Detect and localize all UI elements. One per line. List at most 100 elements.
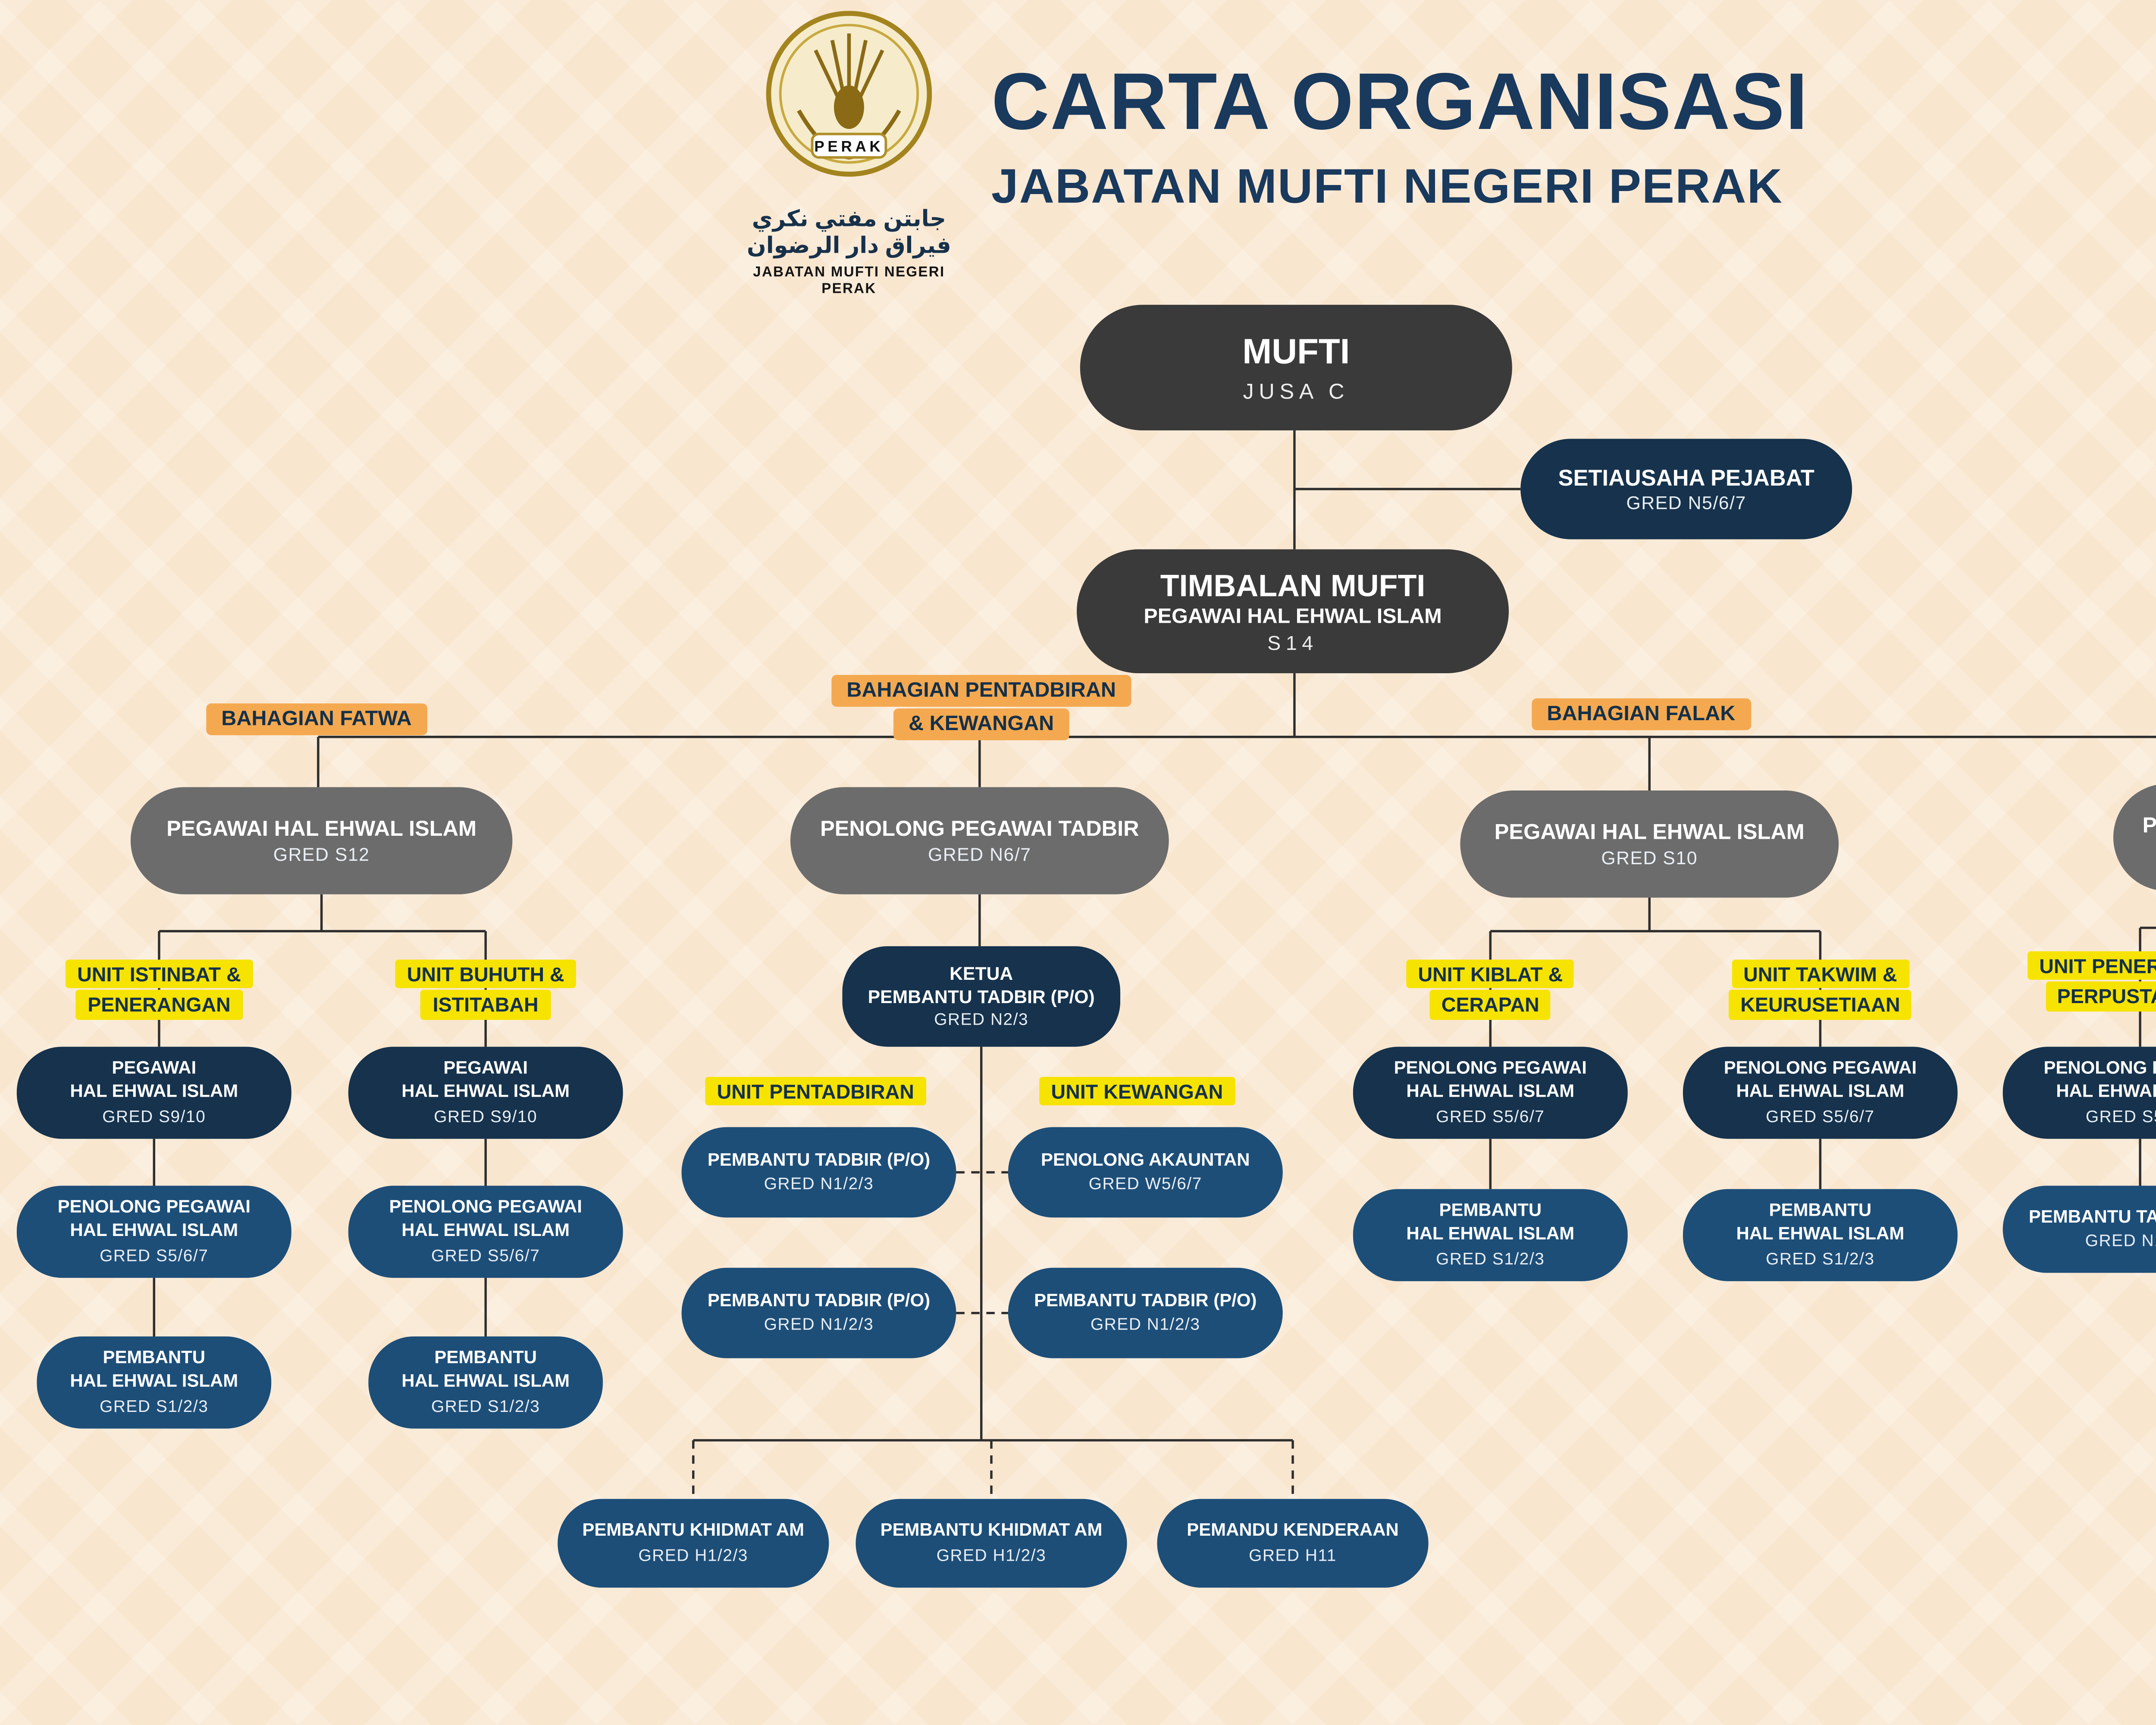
node-grade: GRED N5/6/7 <box>1626 495 1746 515</box>
unit-label-kiblat-cerapan: UNIT KIBLAT & CERAPAN <box>1406 960 1575 1020</box>
label-line: UNIT PENERBITAN & <box>2028 951 2156 981</box>
node-fatwa-u2-pegawai: PEGAWAI HAL EHWAL ISLAM GRED S9/10 <box>348 1047 623 1139</box>
node-fatwa-u1-penolong: PENOLONG PEGAWAI HAL EHWAL ISLAM GRED S5… <box>16 1186 291 1278</box>
label-line: UNIT KIBLAT & <box>1406 960 1575 989</box>
node-falak-u2-penolong: PENOLONG PEGAWAI HAL EHWAL ISLAM GRED S5… <box>1683 1047 1958 1139</box>
node-maktabah-u1-pembantu: PEMBANTU TADBIR (P/O) GRED N1/2/3 <box>2002 1186 2156 1273</box>
page-title: CARTA ORGANISASI <box>991 58 1809 147</box>
page-subtitle: JABATAN MUFTI NEGERI PERAK <box>991 160 1783 215</box>
node-pembantu-khidmat-am-1: PEMBANTU KHIDMAT AM GRED H1/2/3 <box>558 1499 829 1588</box>
node-title: PEMBANTU TADBIR (P/O) <box>2028 1207 2156 1227</box>
node-mufti: MUFTI JUSA C <box>1080 304 1512 431</box>
unit-label-takwim-keurusetiaan: UNIT TAKWIM & KEURUSETIAAN <box>1729 960 1912 1020</box>
node-title: PENOLONG PEGAWAI <box>1724 1059 1917 1079</box>
label-bahagian-falak: BAHAGIAN FALAK <box>1532 698 1751 731</box>
node-grade: S14 <box>1267 631 1318 655</box>
node-pent-u1-box1: PEMBANTU TADBIR (P/O) GRED N1/2/3 <box>681 1127 956 1218</box>
node-grade: GRED N1/2/3 <box>1091 1317 1200 1335</box>
node-grade: GRED H11 <box>1249 1547 1337 1565</box>
label-bahagian-pentadbiran: BAHAGIAN PENTADBIRAN & KEWANGAN <box>831 675 1131 740</box>
node-title: PEMBANTU TADBIR (P/O) <box>707 1291 931 1311</box>
node-title: KETUA <box>950 964 1013 985</box>
node-title: HAL EHWAL ISLAM <box>1406 1082 1575 1103</box>
node-grade: GRED N1/2/3 <box>764 1176 874 1195</box>
label-line: & KEWANGAN <box>893 708 1069 740</box>
node-title: PEMBANTU KHIDMAT AM <box>880 1521 1103 1542</box>
node-title: SETIAUSAHA PEJABAT <box>1558 465 1814 490</box>
node-title: HAL EHWAL ISLAM <box>1406 1224 1575 1245</box>
head-pentadbiran: PENOLONG PEGAWAI TADBIR GRED N6/7 <box>790 787 1169 894</box>
node-pemandu-kenderaan: PEMANDU KENDERAAN GRED H11 <box>1157 1499 1429 1588</box>
node-pent-u2-box2: PEMBANTU TADBIR (P/O) GRED N1/2/3 <box>1008 1267 1283 1358</box>
node-title: PEMBANTU <box>1439 1201 1542 1222</box>
node-title: PENOLONG AKAUNTAN <box>1041 1150 1250 1170</box>
node-title: PEMANDU KENDERAAN <box>1187 1521 1399 1542</box>
label-line: ISTITABAH <box>421 990 550 1020</box>
label-line: UNIT PENTADBIRAN <box>705 1077 926 1106</box>
node-fatwa-u1-pembantu: PEMBANTU HAL EHWAL ISLAM GRED S1/2/3 <box>37 1336 272 1429</box>
node-title: PENOLONG PEGAWAI <box>57 1198 251 1219</box>
label-line: PENERANGAN <box>76 990 242 1020</box>
node-grade: GRED S5/6/7 <box>2085 1108 2156 1126</box>
node-grade: JUSA C <box>1243 379 1350 404</box>
node-falak-u2-pembantu: PEMBANTU HAL EHWAL ISLAM GRED S1/2/3 <box>1683 1189 1958 1281</box>
node-title: MUFTI <box>1242 333 1350 372</box>
node-pent-u1-box2: PEMBANTU TADBIR (P/O) GRED N1/2/3 <box>681 1267 956 1358</box>
unit-label-pentadbiran: UNIT PENTADBIRAN <box>705 1077 926 1106</box>
node-title: PENOLONG PEGAWAI <box>389 1198 582 1219</box>
node-title: PEGAWAI <box>112 1059 197 1079</box>
node-ketua-pembantu-tadbir: KETUA PEMBANTU TADBIR (P/O) GRED N2/3 <box>842 946 1121 1047</box>
node-pembantu-khidmat-am-2: PEMBANTU KHIDMAT AM GRED H1/2/3 <box>856 1499 1127 1588</box>
node-grade: GRED H1/2/3 <box>936 1547 1047 1565</box>
department-logo: PERAK جابتن مفتي نكري فيراق دار الرضوان … <box>724 7 975 297</box>
node-grade: GRED S9/10 <box>434 1108 538 1126</box>
node-title: HAL EHWAL ISLAM <box>70 1372 238 1393</box>
node-title: PEMBANTU <box>103 1349 206 1369</box>
node-grade: GRED N1/2/3 <box>2085 1233 2156 1251</box>
node-grade: GRED S5/6/7 <box>1436 1108 1545 1126</box>
node-falak-u1-penolong: PENOLONG PEGAWAI HAL EHWAL ISLAM GRED S5… <box>1353 1047 1628 1139</box>
node-title: PEMBANTU TADBIR (P/O) <box>707 1150 931 1170</box>
node-fatwa-u1-pegawai: PEGAWAI HAL EHWAL ISLAM GRED S9/10 <box>16 1047 291 1139</box>
node-grade: GRED S10 <box>1601 849 1698 869</box>
node-grade: GRED S9/10 <box>102 1108 206 1126</box>
node-title: PEMBANTU TADBIR (P/O) <box>868 988 1095 1008</box>
label-line: UNIT BUHUTH & <box>395 960 576 989</box>
label-line: CERAPAN <box>1429 990 1551 1020</box>
node-grade: GRED N6/7 <box>928 846 1031 866</box>
node-setiausaha-pejabat: SETIAUSAHA PEJABAT GRED N5/6/7 <box>1520 439 1852 539</box>
node-title: PEMBANTU <box>434 1349 537 1369</box>
node-grade: GRED S1/2/3 <box>1766 1250 1875 1269</box>
label-line: KEURUSETIAAN <box>1729 990 1912 1020</box>
logo-caption: JABATAN MUFTI NEGERI PERAK <box>753 263 945 297</box>
node-falak-u1-pembantu: PEMBANTU HAL EHWAL ISLAM GRED S1/2/3 <box>1353 1189 1628 1281</box>
node-title: PEMBANTU KHIDMAT AM <box>582 1521 805 1542</box>
node-title: HAL EHWAL ISLAM <box>1736 1082 1905 1103</box>
node-title: HAL EHWAL ISLAM <box>401 1372 570 1393</box>
perak-mufti-crest-icon: PERAK <box>766 11 932 177</box>
node-title: PEGAWAI HAL EHWAL ISLAM <box>1494 819 1805 844</box>
node-grade: GRED S1/2/3 <box>431 1398 540 1416</box>
label-line: UNIT KEWANGAN <box>1039 1077 1235 1106</box>
head-fatwa: PEGAWAI HAL EHWAL ISLAM GRED S12 <box>130 787 513 894</box>
node-grade: GRED S5/6/7 <box>1766 1108 1875 1126</box>
node-maktabah-u1-penolong: PENOLONG PEGAWAI HAL EHWAL ISLAM GRED S5… <box>2002 1047 2156 1139</box>
unit-label-kewangan: UNIT KEWANGAN <box>1039 1077 1235 1106</box>
node-grade: GRED W5/6/7 <box>1088 1176 1202 1195</box>
perak-banner-label: PERAK <box>814 138 884 155</box>
node-fatwa-u2-pembantu: PEMBANTU HAL EHWAL ISLAM GRED S1/2/3 <box>368 1336 603 1429</box>
node-grade: GRED S1/2/3 <box>100 1398 209 1416</box>
node-title: PEMBANTU <box>1769 1201 1872 1222</box>
label-line: BAHAGIAN PENTADBIRAN <box>831 675 1131 707</box>
node-grade: GRED S5/6/7 <box>431 1247 540 1266</box>
node-grade: GRED N1/2/3 <box>764 1317 874 1335</box>
node-title: HAL EHWAL ISLAM <box>70 1221 238 1242</box>
label-line: UNIT TAKWIM & <box>1731 960 1909 989</box>
label-bahagian-fatwa: BAHAGIAN FATWA <box>206 703 427 735</box>
node-pent-u2-box1: PENOLONG AKAUNTAN GRED W5/6/7 <box>1008 1127 1283 1218</box>
node-grade: GRED S12 <box>273 846 370 866</box>
node-subtitle: PEGAWAI HAL EHWAL ISLAM <box>1144 605 1442 628</box>
label-line: BAHAGIAN FALAK <box>1532 698 1751 731</box>
node-grade: GRED S1/2/3 <box>1436 1250 1545 1269</box>
